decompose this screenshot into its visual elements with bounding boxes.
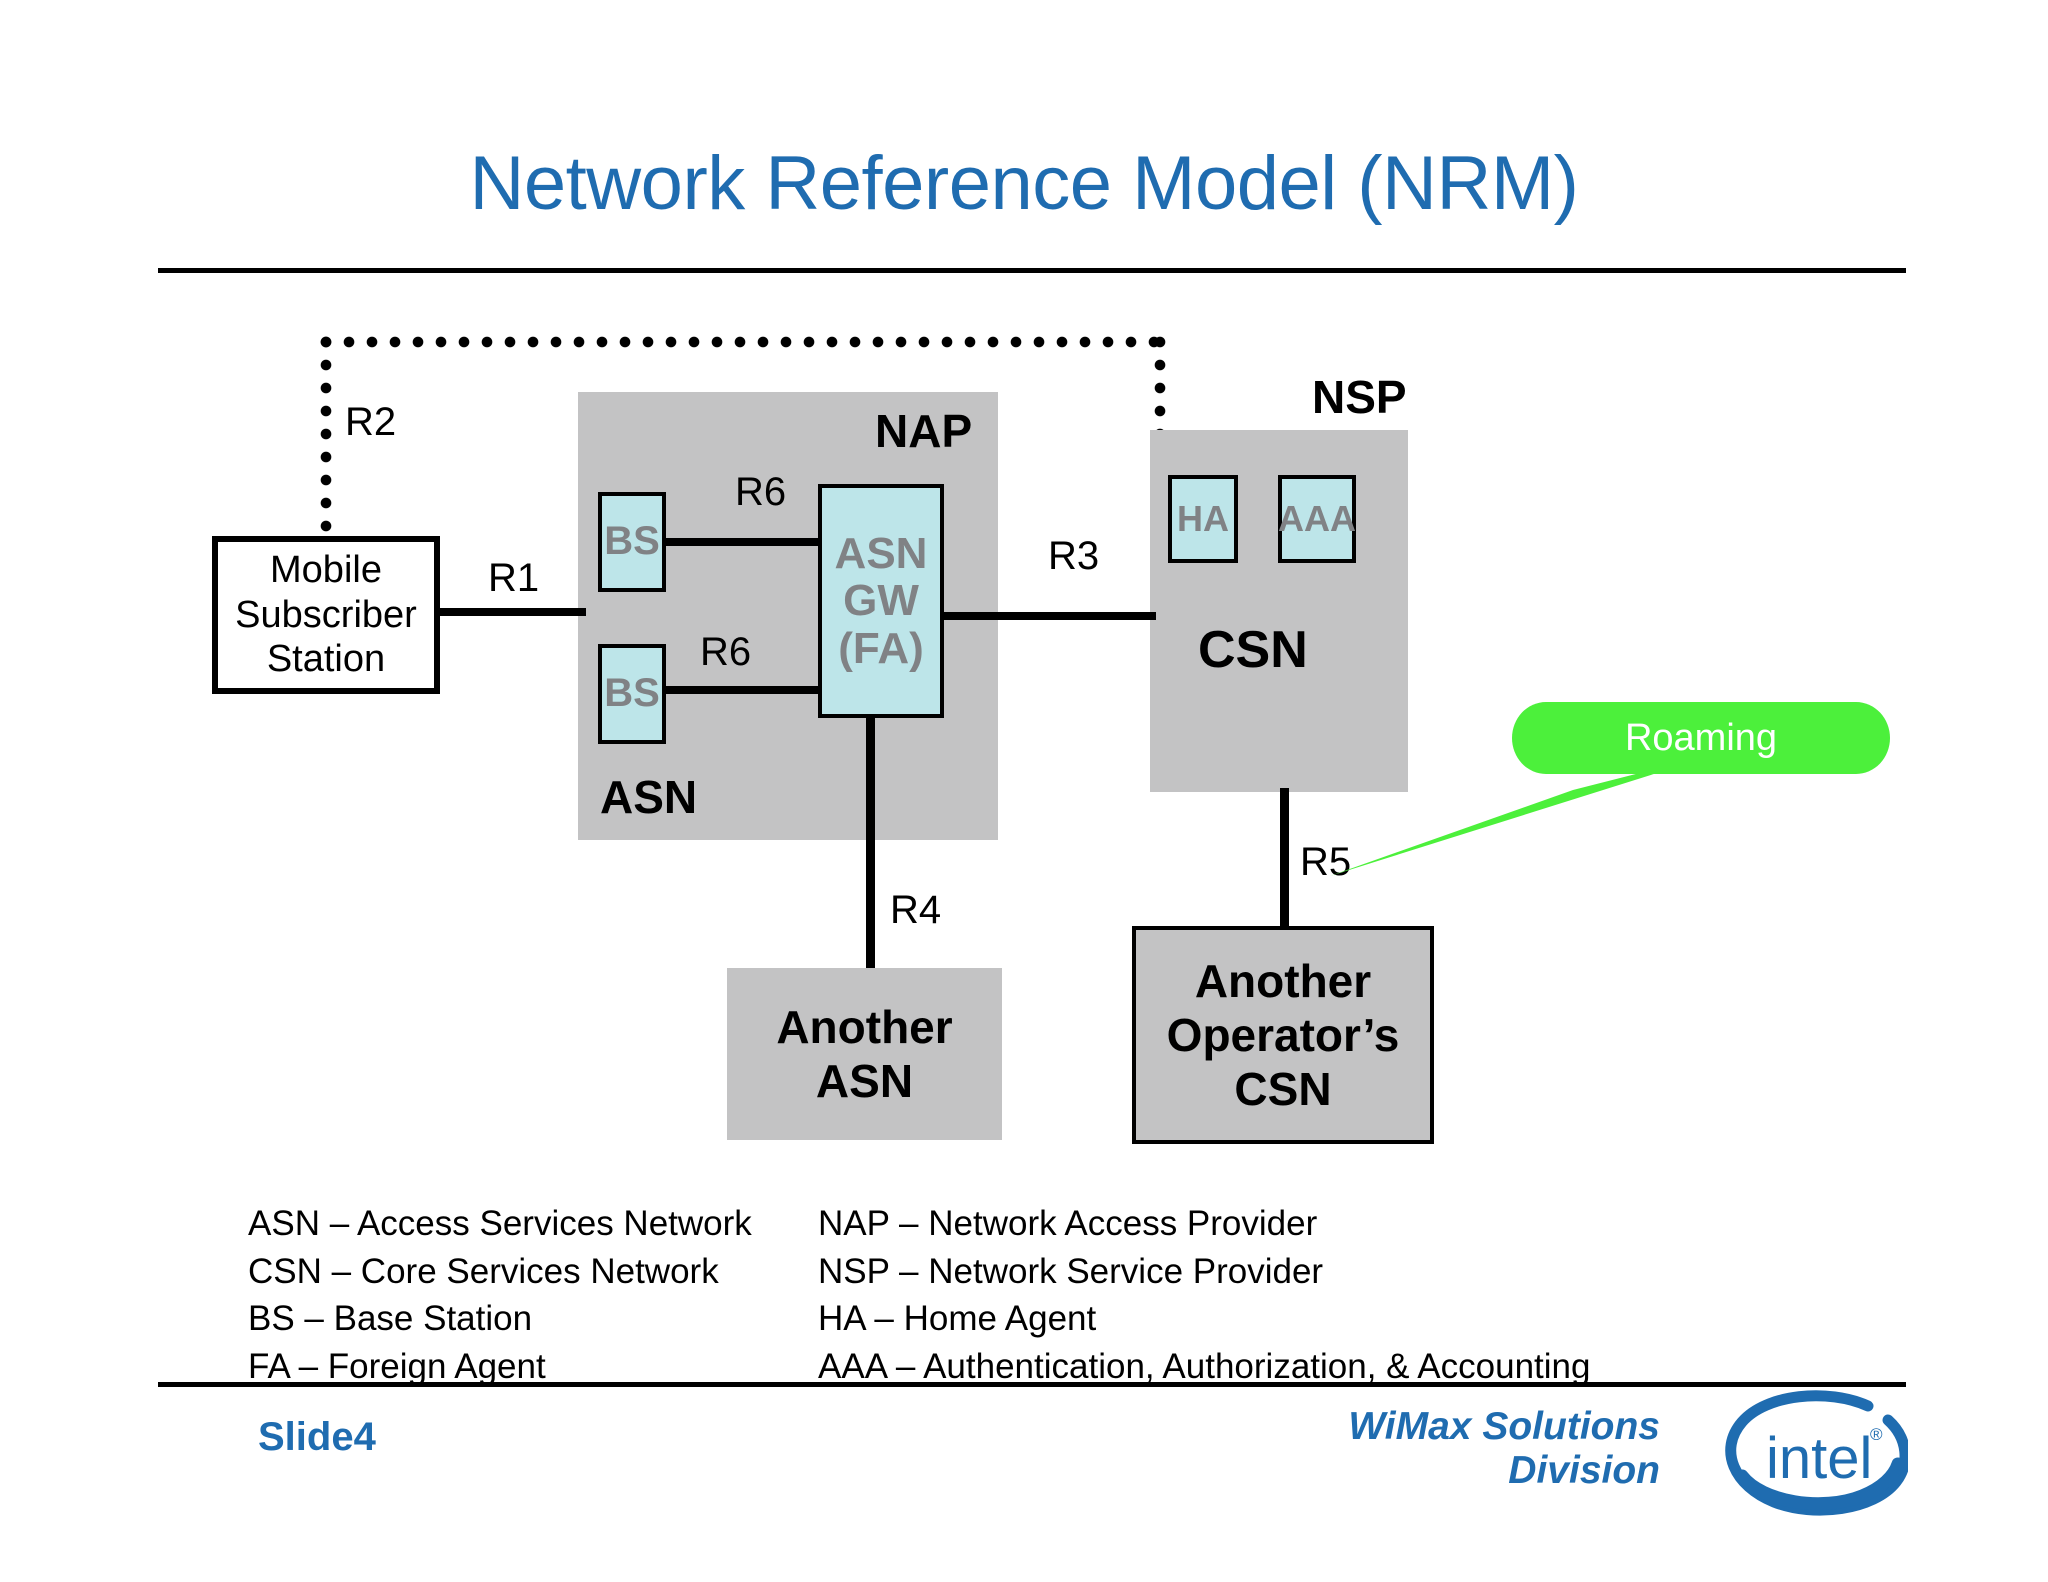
footer-organization: WiMax Solutions Division (1230, 1405, 1660, 1492)
another-asn-label: Another ASN (776, 1000, 952, 1109)
roaming-callout-label: Roaming (1624, 716, 1778, 759)
ha-node[interactable]: HA (1168, 475, 1238, 563)
bs-upper-node[interactable]: BS (598, 492, 666, 592)
r5-label: R5 (1300, 840, 1352, 884)
another-csn-line-1: Another (1194, 954, 1372, 1007)
ha-label: HA (1177, 497, 1229, 539)
legend-item: NSP – Network Service Provider (818, 1251, 1324, 1291)
r6-lower-link-line (662, 686, 820, 694)
roaming-callout-tail (1330, 750, 1730, 876)
legend-item: AAA – Authentication, Authorization, & A… (818, 1346, 1591, 1386)
another-csn-line-2: Operator’s (1166, 1008, 1400, 1061)
mss-line-1: Mobile (270, 548, 382, 591)
asn-gw-line-1: ASN (834, 528, 928, 578)
r1-link-line (436, 608, 586, 616)
legend-right-column: NAP – Network Access Provider NSP – Netw… (818, 1200, 1590, 1390)
page-title: Network Reference Model (NRM) (469, 141, 1579, 226)
r2-dotted-line-right-vertical (1154, 336, 1166, 436)
footer-org-line-2: Division (1508, 1448, 1660, 1492)
r2-dotted-line-left-vertical (320, 336, 332, 536)
mss-line-3: Station (266, 638, 386, 681)
another-csn-line-3: CSN (1234, 1063, 1332, 1116)
r2-dotted-line-horizontal (320, 336, 1166, 348)
r6-lower-label: R6 (700, 630, 752, 674)
intel-logo: intel ® (1725, 1390, 1908, 1516)
bs-upper-label: BS (604, 519, 660, 564)
intel-logo-trademark: ® (1870, 1425, 1883, 1444)
legend-item: BS – Base Station (248, 1299, 533, 1339)
footer-org-line-1: WiMax Solutions (1348, 1405, 1660, 1448)
footer-divider-rule (158, 1382, 1906, 1387)
another-asn-node[interactable]: Another ASN (727, 968, 1002, 1140)
asn-gw-line-2: GW (843, 576, 919, 626)
nap-zone-label: NAP (875, 405, 973, 457)
asn-gateway-label: ASN GW (FA) (835, 530, 928, 673)
r5-link-line (1280, 788, 1289, 926)
r4-link-line (866, 714, 875, 972)
another-asn-line-1: Another (776, 1000, 953, 1053)
r3-link-line (940, 612, 1156, 620)
mss-line-2: Subscriber (235, 593, 417, 636)
another-operators-csn-label: Another Operator’s CSN (1167, 954, 1400, 1117)
bs-lower-node[interactable]: BS (598, 644, 666, 744)
r2-label: R2 (345, 400, 397, 444)
asn-zone-label: ASN (600, 771, 698, 823)
bs-lower-label: BS (604, 671, 660, 716)
asn-gateway-node[interactable]: ASN GW (FA) (818, 484, 944, 718)
intel-logo-wordmark: intel (1766, 1426, 1872, 1491)
legend-item: FA – Foreign Agent (248, 1346, 546, 1386)
r4-label: R4 (890, 888, 942, 932)
another-asn-line-2: ASN (815, 1055, 914, 1107)
r6-upper-label: R6 (735, 470, 787, 514)
nsp-zone-label: NSP (1312, 371, 1407, 423)
slide-number: Slide4 (258, 1415, 376, 1459)
asn-gw-line-3: (FA) (838, 623, 924, 673)
aaa-node[interactable]: AAA (1278, 475, 1356, 563)
legend-item: ASN – Access Services Network (248, 1204, 752, 1243)
legend-item: CSN – Core Services Network (248, 1251, 719, 1291)
legend-item: NAP – Network Access Provider (818, 1204, 1318, 1243)
mobile-subscriber-station-label: Mobile Subscriber Station (235, 548, 417, 682)
r6-upper-link-line (662, 538, 820, 546)
roaming-callout[interactable]: Roaming (1512, 702, 1890, 774)
r1-label: R1 (488, 556, 540, 600)
legend-left-column: ASN – Access Services Network CSN – Core… (248, 1200, 752, 1390)
title-divider-rule (158, 268, 1906, 273)
mobile-subscriber-station-node[interactable]: Mobile Subscriber Station (212, 536, 440, 694)
csn-zone-label: CSN (1198, 621, 1308, 679)
another-operators-csn-node[interactable]: Another Operator’s CSN (1132, 926, 1434, 1144)
r3-label: R3 (1048, 534, 1100, 578)
legend-item: HA – Home Agent (818, 1299, 1097, 1339)
aaa-label: AAA (1278, 497, 1356, 539)
